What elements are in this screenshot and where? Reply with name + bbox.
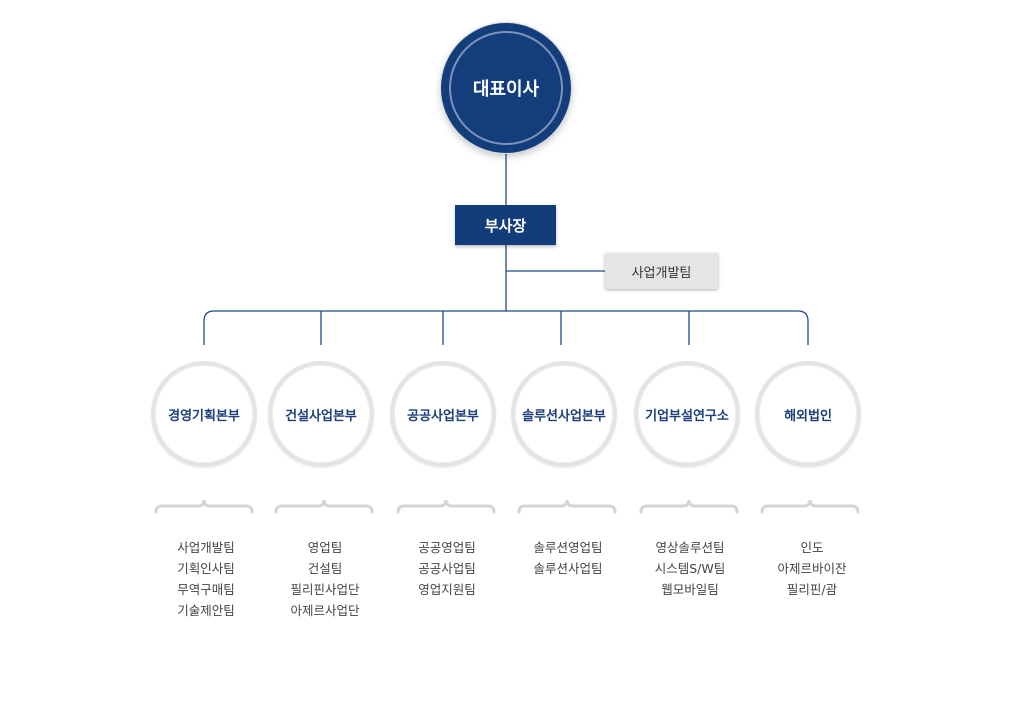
- staff-team-node: 사업개발팀: [605, 253, 718, 289]
- team-item: 아제르바이잔: [777, 561, 847, 576]
- team-list: 인도 아제르바이잔 필리핀/괌: [752, 537, 872, 600]
- division-circle: 기업부설연구소: [634, 361, 740, 467]
- team-brace: [639, 499, 739, 514]
- team-item: 영업팀: [307, 540, 343, 555]
- team-item: 솔루션영업팀: [533, 540, 603, 555]
- division-label: 기업부설연구소: [645, 408, 729, 424]
- team-item: 인도: [800, 540, 824, 555]
- vice-president-node: 부사장: [455, 205, 556, 245]
- team-item: 아제르사업단: [290, 603, 360, 618]
- team-item: 필리핀사업단: [290, 582, 360, 597]
- division-label: 솔루션사업본부: [522, 408, 606, 424]
- team-item: 필리핀/괌: [786, 582, 838, 597]
- ceo-label: 대표이사: [472, 79, 540, 100]
- team-item: 솔루션사업팀: [533, 561, 603, 576]
- division-circle: 경영기획본부: [151, 361, 257, 467]
- team-list: 솔루션영업팀 솔루션사업팀: [508, 537, 628, 579]
- team-brace: [760, 499, 860, 514]
- team-item: 건설팀: [307, 561, 343, 576]
- team-item: 사업개발팀: [177, 540, 235, 555]
- team-item: 영업지원팀: [418, 582, 476, 597]
- team-item: 공공영업팀: [418, 540, 476, 555]
- team-list: 영업팀 건설팀 필리핀사업단 아제르사업단: [265, 537, 385, 621]
- team-item: 기획인사팀: [177, 561, 235, 576]
- division-circle: 공공사업본부: [390, 361, 496, 467]
- division-circle: 솔루션사업본부: [511, 361, 617, 467]
- team-brace: [517, 499, 617, 514]
- division-circle: 해외법인: [755, 361, 861, 467]
- division-bus-line: [203, 310, 809, 345]
- team-item: 시스템S/W팀: [654, 561, 726, 576]
- team-list: 사업개발팀 기획인사팀 무역구매팀 기술제안팀: [146, 537, 266, 621]
- team-list: 공공영업팀 공공사업팀 영업지원팀: [387, 537, 507, 600]
- team-item: 무역구매팀: [177, 582, 235, 597]
- team-item: 공공사업팀: [418, 561, 476, 576]
- ceo-node: 대표이사: [441, 23, 571, 153]
- team-list: 영상솔루션팀 시스템S/W팀 웹모바일팀: [630, 537, 750, 600]
- division-circle: 건설사업본부: [268, 361, 374, 467]
- team-item: 기술제안팀: [177, 603, 235, 618]
- division-label: 공공사업본부: [407, 408, 479, 424]
- division-label: 건설사업본부: [285, 408, 357, 424]
- team-item: 영상솔루션팀: [655, 540, 725, 555]
- division-label: 경영기획본부: [168, 408, 240, 424]
- team-brace: [154, 499, 254, 514]
- team-brace: [274, 499, 374, 514]
- division-label: 해외법인: [784, 408, 832, 424]
- team-brace: [396, 499, 496, 514]
- team-item: 웹모바일팀: [661, 582, 719, 597]
